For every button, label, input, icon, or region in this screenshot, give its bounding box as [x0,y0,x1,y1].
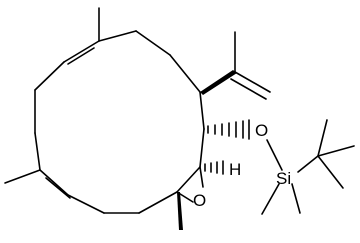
ring-bond [199,91,205,130]
isopropenyl-wedge-bond [200,70,237,95]
si-methyl-bond [261,183,280,215]
oxygen-label-epoxide: O [193,191,206,210]
ring-bond [135,30,171,56]
tert-butyl-methyl-bond [317,145,355,157]
isopropenyl-double-bond [234,71,271,93]
ring-bond [138,191,178,214]
ring-bond [199,128,205,168]
isopropenyl-double-bond-inner-line [230,78,267,100]
oxygen-label-ether: O [255,121,268,140]
si-tert-butyl-bond [297,155,319,173]
double-bond-inner-line [45,177,71,199]
ring-bond [169,54,201,93]
o-si-bond [266,139,283,171]
ring-bond [34,132,41,171]
methyl-bond-left [4,169,41,184]
ring-bond [39,169,69,196]
ring-bond [67,194,105,214]
epoxide-bond [199,166,204,188]
ring-bond [63,40,100,63]
epoxide-bond [176,166,201,193]
epoxide-methyl-wedge-bond [177,192,183,230]
si-methyl-bond [291,183,301,214]
ring-bond [98,30,137,42]
tert-butyl-methyl-bond [317,119,328,157]
silicon-label: Si [276,169,291,188]
ring-bond [34,61,65,91]
hydrogen-label: H [229,160,241,179]
tert-butyl-methyl-bond [317,155,344,189]
double-bond-inner-line [67,47,95,65]
